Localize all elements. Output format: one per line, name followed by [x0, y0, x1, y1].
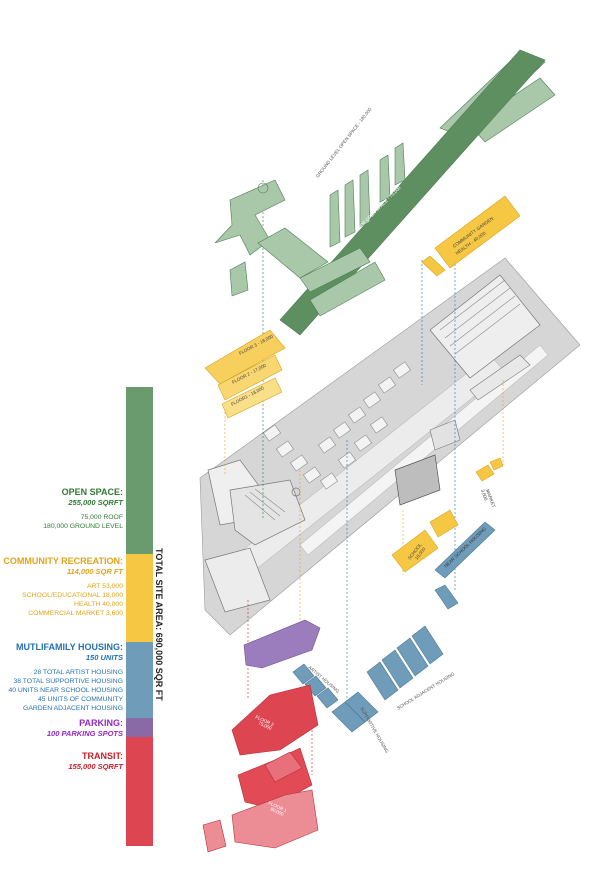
- near-school-housing: [435, 585, 458, 609]
- market-block: [490, 458, 503, 470]
- transit-layer: [203, 685, 318, 852]
- school-block: [430, 510, 458, 537]
- transit-floor-2: [232, 685, 318, 755]
- open-space-block: [330, 190, 340, 247]
- transit-ground: [203, 820, 226, 852]
- open-space-block: [345, 180, 355, 237]
- community-garden-block: [422, 256, 445, 276]
- parking-block: [244, 620, 320, 668]
- site-base: [200, 258, 580, 635]
- ground-open-space: [230, 262, 248, 296]
- ground-open-label: GROUND LEVEL OPEN SPACE - 180,000: [315, 106, 373, 178]
- market-block: [476, 465, 494, 481]
- open-space-block: [395, 143, 405, 185]
- near-school-label: NEAR SCHOOL HOUSING: [443, 526, 487, 569]
